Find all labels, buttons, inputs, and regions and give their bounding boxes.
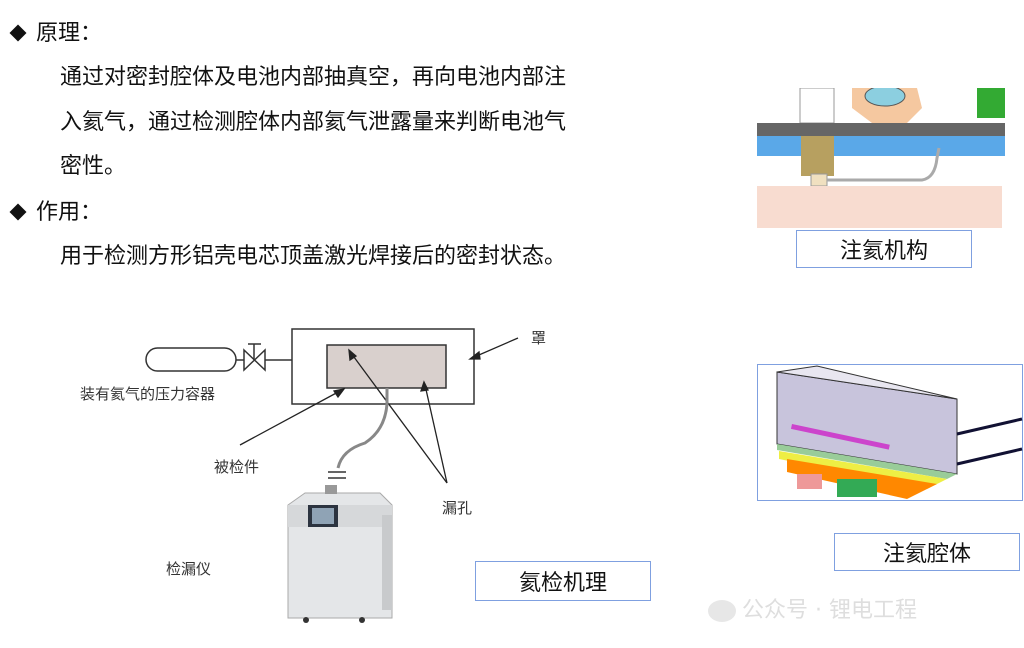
leak-detector-machine bbox=[287, 485, 393, 623]
label-leak-hole: 漏孔 bbox=[442, 499, 473, 517]
label-cover: 罩 bbox=[531, 329, 547, 347]
hose bbox=[336, 388, 389, 469]
helium-injection-cavity-image bbox=[757, 364, 1023, 501]
principle-heading: 原理： bbox=[8, 19, 102, 49]
caption-injection-cavity: 注氦腔体 bbox=[834, 533, 1020, 571]
caption-injection-mechanism: 注氦机构 bbox=[796, 230, 972, 268]
principle-line: 入氦气，通过检测腔体内部氦气泄露量来判断电池气 bbox=[60, 110, 567, 135]
caption-helium-mechanism: 氦检机理 bbox=[475, 561, 651, 601]
label-test-piece: 被检件 bbox=[214, 458, 260, 476]
bullet-diamond-icon bbox=[9, 24, 27, 41]
principle-line: 通过对密封腔体及电池内部抽真空，再向电池内部注 bbox=[60, 65, 567, 90]
helium-detection-diagram bbox=[145, 328, 519, 623]
test-piece bbox=[326, 344, 447, 389]
function-title: 作用： bbox=[36, 200, 103, 225]
watermark: 公众号 · 锂电工程 bbox=[708, 592, 917, 624]
principle-line: 密性。 bbox=[60, 154, 127, 179]
watermark-text: 公众号 · 锂电工程 bbox=[742, 598, 917, 623]
label-leak-detector: 检漏仪 bbox=[166, 560, 212, 578]
function-heading: 作用： bbox=[8, 198, 102, 228]
pressure-vessel-icon bbox=[145, 343, 292, 372]
label-pressure-vessel: 装有氦气的压力容器 bbox=[80, 385, 216, 403]
function-line: 用于检测方形铝壳电芯顶盖激光焊接后的密封状态。 bbox=[60, 244, 567, 269]
helium-injection-mechanism-image bbox=[757, 88, 1005, 228]
bullet-diamond-icon bbox=[9, 203, 27, 220]
wechat-icon bbox=[708, 600, 736, 622]
principle-title: 原理： bbox=[36, 21, 103, 46]
